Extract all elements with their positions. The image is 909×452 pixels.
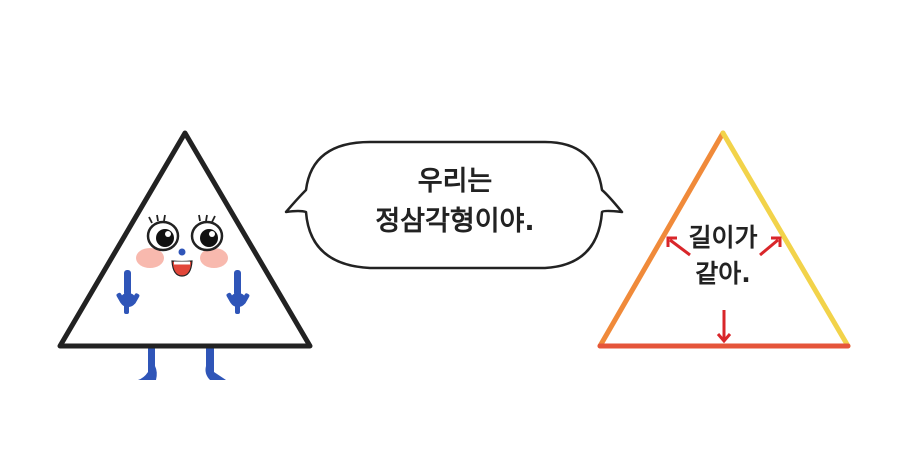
arrow-bottom-side: [716, 310, 732, 344]
right-hand: [226, 270, 250, 314]
arrow-left-side: [666, 236, 691, 257]
triangle-character: [57, 130, 313, 380]
left-side: [597, 130, 726, 349]
character-nose: [178, 248, 186, 256]
right-eye: [190, 214, 224, 252]
right-side: [720, 130, 851, 349]
equal-sides-label: 길이가 같아.: [668, 220, 778, 292]
left-cheek: [136, 248, 164, 268]
speech-bubble: [284, 140, 624, 270]
equal-sides-line-1: 길이가: [688, 223, 758, 252]
speech-line-2: 정삼각형이야.: [375, 206, 535, 237]
speech-line-1: 우리는: [417, 166, 493, 197]
left-eye: [146, 214, 180, 252]
equilateral-triangle-diagram: [597, 130, 851, 349]
equal-sides-line-2: 같아.: [695, 259, 751, 288]
left-hand: [116, 270, 140, 314]
right-cheek: [200, 248, 228, 268]
arrow-right-side: [759, 236, 782, 257]
character-legs: [138, 345, 226, 380]
speech-bubble-text: 우리는 정삼각형이야.: [330, 162, 580, 242]
character-triangle-body: [57, 130, 313, 349]
